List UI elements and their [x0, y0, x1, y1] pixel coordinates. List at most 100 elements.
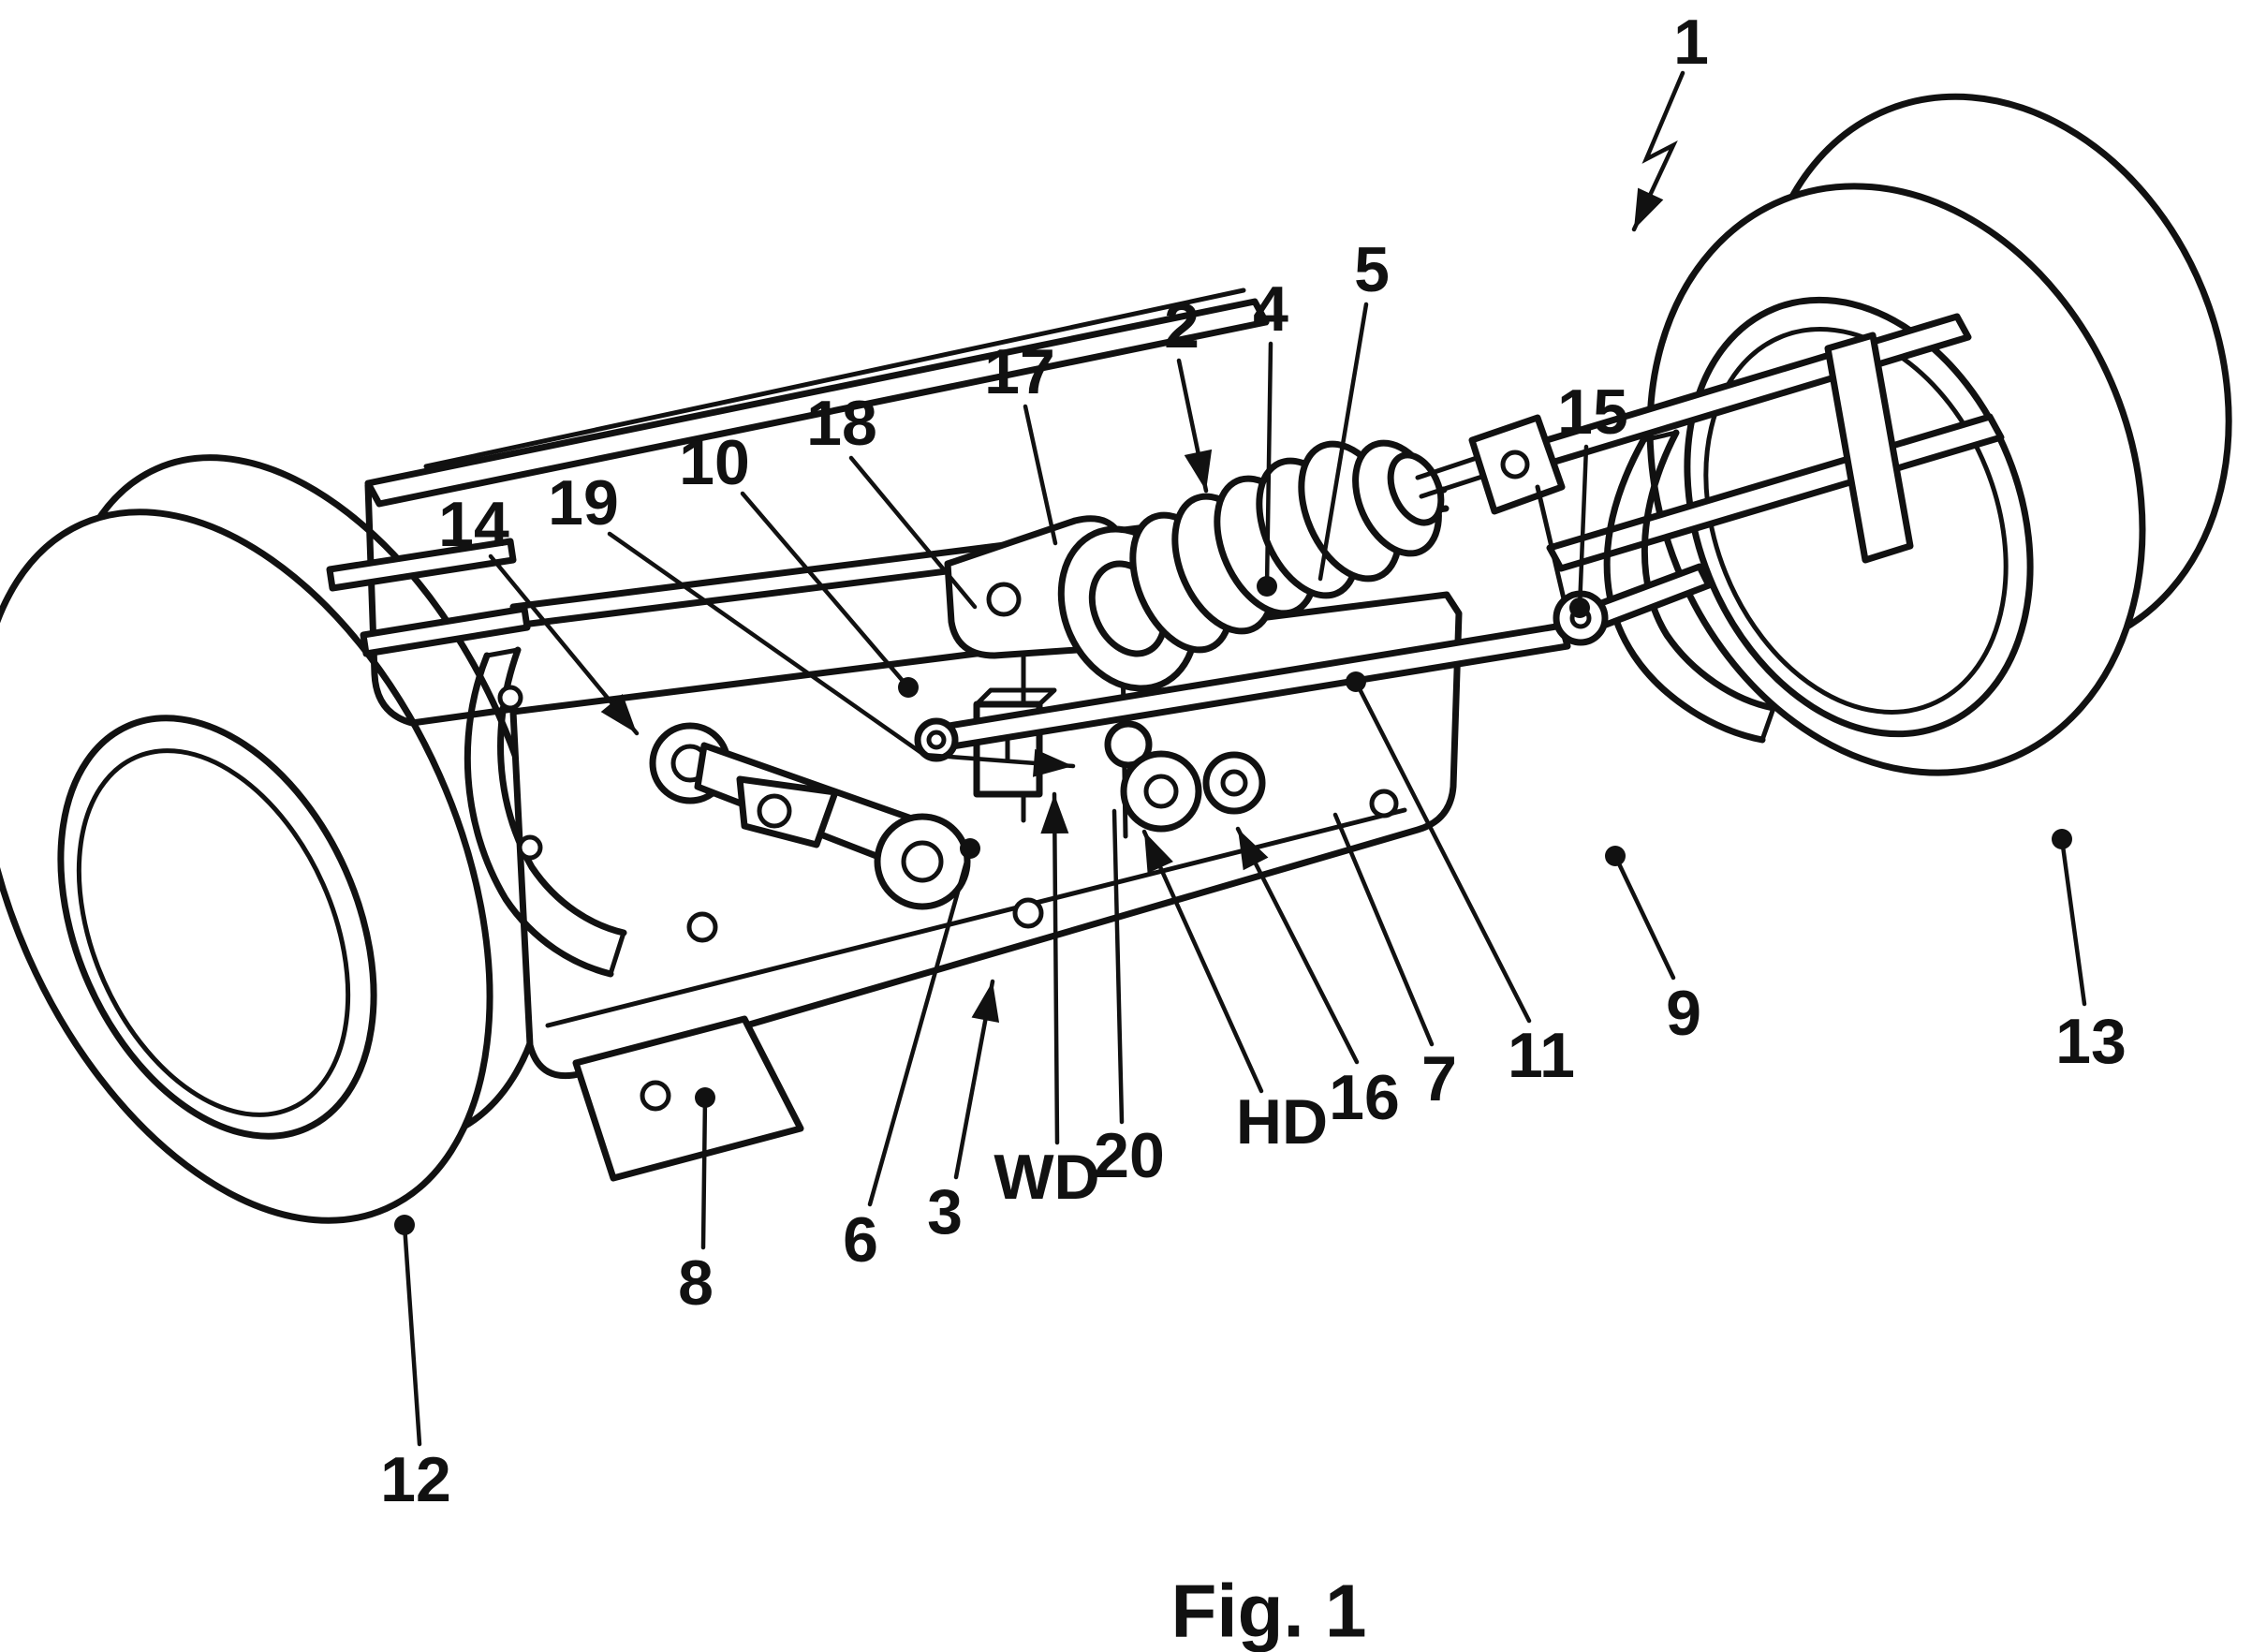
leader-arrowhead-19 [1032, 748, 1073, 777]
leader-line-4 [1264, 341, 1273, 589]
leader-arrowhead-WD [1040, 794, 1069, 834]
upright-bolt-2 [517, 834, 543, 861]
ref-label-7: 7 [1421, 1043, 1457, 1114]
damper-rod [1415, 452, 1494, 499]
frame-top-rail [364, 298, 1270, 508]
ref-label-2: 2 [1164, 290, 1200, 361]
arm-end-bushing [901, 840, 944, 883]
frame-hole-3 [1369, 789, 1399, 819]
ref-label-11: 11 [1508, 1020, 1575, 1091]
ref-label-19: 19 [548, 467, 619, 538]
bellcrank-hole [1500, 450, 1530, 479]
leader-line-16 [1235, 826, 1360, 1065]
left-tire-sidewall [0, 509, 493, 1224]
leader-arrowhead-1 [1634, 187, 1664, 229]
frame-lower-plate-edge [545, 807, 1407, 1028]
right-carrier-outer-curve [1603, 436, 1766, 744]
ref-label-18: 18 [806, 388, 877, 459]
ref-label-15: 15 [1557, 376, 1628, 448]
leader-dot-4 [1257, 576, 1277, 597]
ref-label-6: 6 [843, 1204, 878, 1276]
left-middle-link [360, 605, 531, 657]
leader-line-12 [402, 1222, 422, 1447]
left-rim-outer [57, 715, 377, 1140]
ref-label-8: 8 [678, 1247, 714, 1319]
frame-left-face [364, 481, 517, 727]
leader-dot-13 [2052, 829, 2072, 849]
arm-end-cylinder [874, 813, 971, 910]
leader-line-19 [607, 531, 1076, 769]
leader-dot-12 [394, 1215, 415, 1235]
rocker-hole-1 [986, 582, 1022, 617]
rocker-link-ball [1104, 720, 1153, 769]
right-carrier-caps [1641, 430, 1776, 743]
leader-dot-10 [898, 677, 919, 698]
left-upper-link [326, 538, 517, 592]
joint-ball-left [1120, 750, 1202, 833]
joint-ball-right [1202, 751, 1266, 815]
leader-line-17 [1023, 404, 1058, 546]
subframe [364, 288, 1463, 1182]
ref-label-10: 10 [679, 427, 750, 498]
leader-arrowhead-16 [1238, 829, 1269, 871]
ref-label-14: 14 [438, 489, 509, 560]
ref-label-1: 1 [1673, 7, 1709, 78]
ref-label-17: 17 [984, 336, 1055, 407]
ref-label-5: 5 [1354, 234, 1390, 305]
tie-rod-inner-ball [914, 717, 959, 762]
left-upright-outer [464, 652, 614, 978]
leader-line-11 [1353, 679, 1532, 1024]
leader-line-10 [740, 491, 911, 690]
leader-arrowhead-HD [1144, 832, 1173, 874]
tie-rod-group [914, 590, 1609, 762]
actuator-box-top [974, 687, 1057, 707]
spring-damper-unit [1057, 414, 1568, 692]
leader-dot-11 [1346, 671, 1366, 692]
joint-ball-right-stud [1220, 769, 1248, 797]
leader-line-5 [1317, 302, 1369, 582]
leader-line-6 [867, 846, 973, 1207]
leader-line-8 [700, 1095, 708, 1250]
ref-label-12: 12 [380, 1444, 451, 1515]
ref-label-20: 20 [1094, 1120, 1165, 1191]
frame-lower-bracket [572, 1015, 804, 1182]
leader-line-HD [1141, 829, 1264, 1094]
leader-line-20 [1111, 808, 1125, 1125]
ref-label-3: 3 [927, 1176, 963, 1247]
ref-label-HD: HD [1236, 1086, 1328, 1158]
joint-ball-left-stud [1143, 774, 1179, 809]
leader-line-1 [1631, 70, 1685, 232]
leader-line-WD [1052, 791, 1060, 1145]
bracket-hole [640, 1080, 671, 1112]
arm-plate-hole [757, 793, 792, 829]
leader-arrowhead-3 [971, 981, 1000, 1024]
leader-dot-15 [1569, 597, 1590, 618]
ref-label-4: 4 [1253, 273, 1288, 345]
leader-line-13 [2059, 836, 2087, 1007]
right-wheel-carrier [1537, 313, 2005, 744]
ref-label-9: 9 [1666, 978, 1701, 1049]
ref-label-13: 13 [2055, 1006, 2127, 1077]
right-upright-bar [1824, 332, 1914, 564]
lower-control-arm [649, 722, 971, 910]
frame-lower-plate [509, 591, 1463, 1080]
left-upright-caps [484, 647, 626, 977]
leader-arrowhead-14 [600, 694, 637, 733]
frame-hole-1 [686, 911, 718, 943]
leader-line-7 [1332, 812, 1435, 1047]
leader-dot-9 [1605, 846, 1626, 866]
left-suspension [326, 538, 627, 978]
upright-bolt-1 [497, 685, 523, 711]
left-rim-inner [76, 748, 351, 1117]
right-rim-inner [1703, 327, 2009, 715]
leader-dot-8 [695, 1087, 715, 1108]
leader-line-9 [1612, 853, 1676, 981]
figure-caption: Fig. 1 [1171, 1570, 1367, 1652]
bellcrank-link [1535, 484, 1568, 610]
leader-dot-6 [960, 838, 980, 859]
leader-line-18 [848, 455, 978, 610]
right-carrier-inner-curve [1641, 429, 1777, 712]
